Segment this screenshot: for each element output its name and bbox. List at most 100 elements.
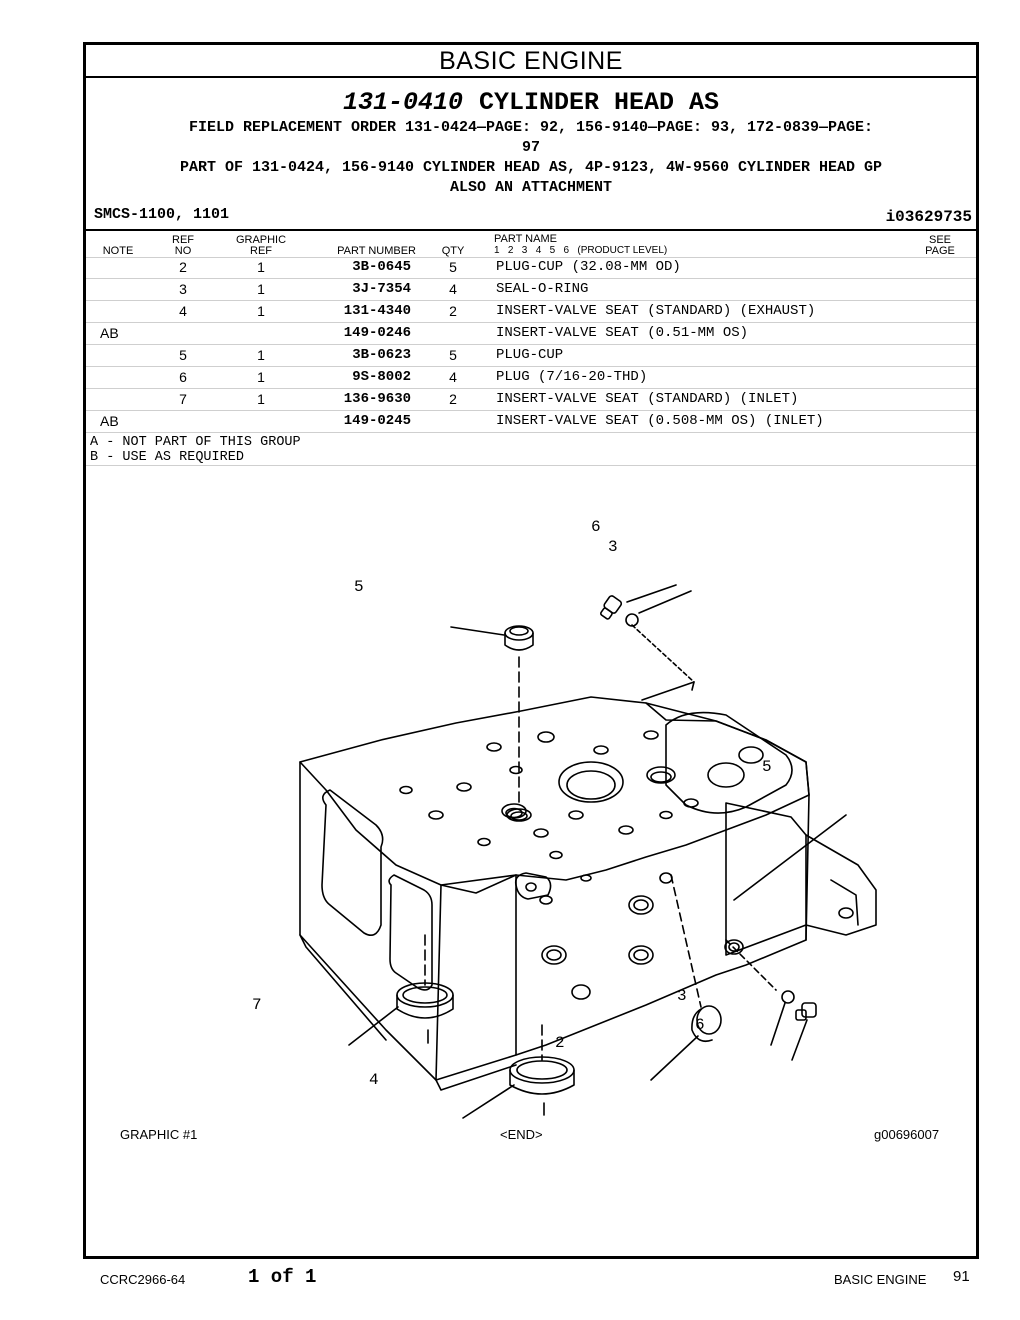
callout-6-lower: 6	[695, 1016, 705, 1034]
th-part-number: PART NUMBER	[337, 245, 416, 257]
cell-graphic-ref: 1	[257, 303, 265, 319]
table-row: 7 1 136-9630 2 INSERT-VALVE SEAT (STANDA…	[86, 389, 976, 411]
th-see-bottom: PAGE	[925, 245, 955, 257]
cell-part-number[interactable]: 9S-8002	[352, 369, 411, 385]
cell-ref: 7	[179, 391, 187, 407]
table-row: 6 1 9S-8002 4 PLUG (7/16-20-THD)	[86, 367, 976, 389]
cell-qty: 5	[449, 347, 457, 363]
cell-ref: 5	[179, 347, 187, 363]
attachment-line: ALSO AN ATTACHMENT	[449, 179, 613, 196]
part-number-title: 131-0410	[342, 88, 463, 117]
cell-ref: 3	[179, 281, 187, 297]
plug-6-lower	[795, 1002, 817, 1021]
plug-6-top	[600, 595, 623, 620]
cylinder-head-drawing	[299, 584, 877, 1119]
th-product-level: 1 2 3 4 5 6 (PRODUCT LEVEL)	[494, 245, 668, 256]
plug-cup-5-top	[504, 625, 534, 651]
part-of-line: PART OF 131-0424, 156-9140 CYLINDER HEAD…	[179, 159, 883, 176]
cell-qty: 2	[449, 391, 457, 407]
cell-part-number[interactable]: 3B-0623	[352, 347, 411, 363]
graphic-end-marker: <END>	[500, 1127, 543, 1142]
th-part-name: PART NAME	[494, 233, 557, 245]
th-see-top: SEE	[928, 234, 951, 246]
cell-note: AB	[100, 325, 119, 341]
cell-part-name: INSERT-VALVE SEAT (STANDARD) (INLET)	[496, 391, 799, 407]
th-ref-top: REF	[172, 234, 194, 246]
th-graphic-bottom: REF	[250, 245, 272, 257]
table-header-divider	[86, 257, 976, 258]
cell-part-name: PLUG (7/16-20-THD)	[496, 369, 648, 385]
cell-part-number[interactable]: 149-0245	[343, 413, 411, 429]
callout-4: 4	[369, 1071, 379, 1089]
notes-divider	[86, 465, 976, 466]
cell-qty: 4	[449, 281, 457, 297]
cell-qty: 4	[449, 369, 457, 385]
graphic-id: g00696007	[874, 1127, 940, 1142]
table-row: 3 1 3J-7354 4 SEAL-O-RING	[86, 279, 976, 301]
field-replacement-line1: FIELD REPLACEMENT ORDER 131-0424—PAGE: 9…	[188, 119, 874, 136]
cell-graphic-ref: 1	[257, 259, 265, 275]
graphic-caption: GRAPHIC #1	[120, 1127, 198, 1142]
cell-part-name: INSERT-VALVE SEAT (STANDARD) (EXHAUST)	[496, 303, 816, 319]
callout-3-lower: 3	[677, 987, 687, 1005]
footer-section: BASIC ENGINE	[834, 1272, 927, 1287]
cell-graphic-ref: 1	[257, 281, 265, 297]
cell-part-number[interactable]: 3J-7354	[352, 281, 411, 297]
table-row: 4 1 131-4340 2 INSERT-VALVE SEAT (STANDA…	[86, 301, 976, 323]
callout-5-top: 5	[354, 578, 364, 596]
seal-3-lower	[781, 990, 795, 1004]
cell-ref: 6	[179, 369, 187, 385]
cell-note: AB	[100, 413, 119, 429]
cell-qty: 5	[449, 259, 457, 275]
callout-2: 2	[555, 1034, 565, 1052]
th-ref-bottom: NO	[174, 245, 192, 257]
header-divider	[86, 229, 976, 231]
valve-seat-7	[396, 982, 454, 1019]
notes-block: A - NOT PART OF THIS GROUP B - USE AS RE…	[90, 435, 301, 465]
cell-part-number[interactable]: 3B-0645	[352, 259, 411, 275]
cell-part-number[interactable]: 136-9630	[343, 391, 411, 407]
cell-part-name: PLUG-CUP	[496, 347, 564, 363]
cell-part-name: SEAL-O-RING	[496, 281, 589, 297]
smcs-code: SMCS-1100, 1101	[94, 206, 230, 223]
th-graphic-top: GRAPHIC	[235, 234, 287, 246]
cell-ref: 2	[179, 259, 187, 275]
part-name-title: CYLINDER HEAD AS	[478, 88, 720, 117]
cell-part-name: INSERT-VALVE SEAT (0.51-MM OS)	[496, 325, 749, 341]
cell-part-name: INSERT-VALVE SEAT (0.508-MM OS) (INLET)	[496, 413, 824, 429]
plug-cup-2	[691, 1005, 722, 1043]
th-qty: QTY	[441, 245, 465, 257]
th-note: NOTE	[102, 245, 134, 257]
head-right-housing	[645, 702, 810, 796]
table-row: 2 1 3B-0645 5 PLUG-CUP (32.08-MM OD)	[86, 257, 976, 279]
head-front-face	[515, 794, 810, 1056]
table-row: AB 149-0245 INSERT-VALVE SEAT (0.508-MM …	[86, 411, 976, 433]
page-frame: BASIC ENGINE 131-0410 CYLINDER HEAD AS FI…	[83, 42, 979, 1259]
head-top-face	[299, 696, 810, 894]
footer-page-of: 1 of 1	[248, 1266, 317, 1288]
field-replacement-line2: 97	[521, 139, 540, 156]
cell-ref: 4	[179, 303, 187, 319]
cell-part-number[interactable]: 149-0246	[343, 325, 411, 341]
callout-7: 7	[252, 996, 262, 1014]
note-a: A - NOT PART OF THIS GROUP	[90, 435, 301, 450]
callout-6-top: 6	[591, 518, 601, 536]
cell-part-number[interactable]: 131-4340	[343, 303, 411, 319]
cell-qty: 2	[449, 303, 457, 319]
callout-5-right: 5	[762, 758, 772, 776]
cell-graphic-ref: 1	[257, 391, 265, 407]
table-row: AB 149-0246 INSERT-VALVE SEAT (0.51-MM O…	[86, 323, 976, 345]
cell-part-name: PLUG-CUP (32.08-MM OD)	[496, 259, 681, 275]
cell-graphic-ref: 1	[257, 347, 265, 363]
right-bracket	[725, 802, 807, 956]
footer-code: CCRC2966-64	[100, 1272, 186, 1287]
table-row: 5 1 3B-0623 5 PLUG-CUP	[86, 345, 976, 367]
cell-graphic-ref: 1	[257, 369, 265, 385]
callout-3-top: 3	[608, 538, 618, 556]
seal-3-top	[625, 613, 639, 627]
document-id: i03629735	[885, 208, 972, 226]
valve-seat-4	[509, 1056, 575, 1095]
head-left-face	[299, 761, 517, 1081]
part-title: 131-0410 CYLINDER HEAD AS	[86, 89, 976, 117]
section-title: BASIC ENGINE	[86, 45, 976, 78]
